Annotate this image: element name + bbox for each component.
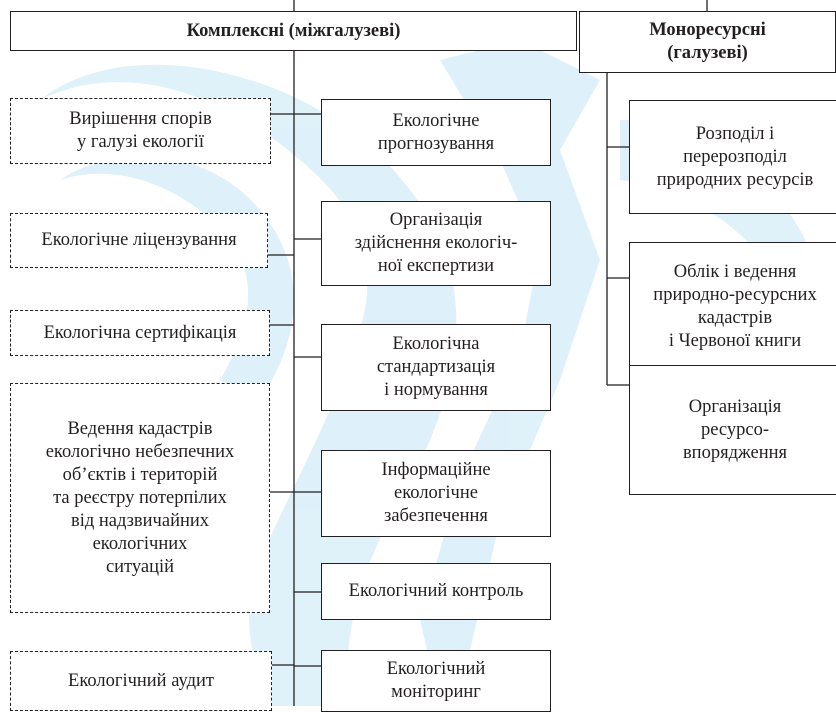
left-box-cadastres: Ведення кадастрів екологічно небезпечних… bbox=[10, 383, 270, 613]
mid-box-standardization: Екологічна стандартизація і нормування bbox=[321, 324, 551, 411]
left-box-dispute-resolution: Вирішення спорів у галузі екології bbox=[10, 98, 271, 164]
mid-box-forecasting: Екологічне прогнозування bbox=[321, 99, 551, 166]
mid-box-control: Екологічний контроль bbox=[321, 563, 551, 620]
mid-box-info-support: Інформаційне екологічне забезпечення bbox=[321, 450, 551, 537]
mid-box-expertise: Організація здійснення екологіч- ної екс… bbox=[321, 201, 551, 286]
right-box-organization: Організація ресурсо- впорядження bbox=[629, 365, 836, 495]
right-box-distribution: Розподіл і перерозподіл природних ресурс… bbox=[629, 100, 836, 214]
left-box-licensing: Екологічне ліцензування bbox=[10, 213, 268, 268]
right-box-accounting: Облік і ведення природно-ресурсних кадас… bbox=[629, 242, 836, 372]
header-complex: Комплексні (міжгалузеві) bbox=[10, 11, 577, 51]
header-mono: Монoресурсні (галузеві) bbox=[579, 11, 836, 73]
left-box-certification: Екологічна сертифікація bbox=[10, 310, 270, 356]
mid-box-monitoring: Екологічний моніторинг bbox=[321, 650, 551, 712]
left-box-audit: Екологічний аудит bbox=[10, 651, 272, 711]
